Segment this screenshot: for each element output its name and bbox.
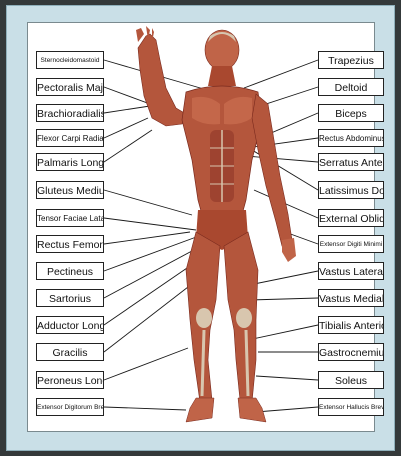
label-left-tensor-faciae-latae: Tensor Faciae Latae xyxy=(36,209,104,227)
label-right-soleus: Soleus xyxy=(318,371,384,389)
label-left-rectus-femoris: Rectus Femoris xyxy=(36,235,104,253)
label-right-vastus-lateralis: Vastus Lateralis xyxy=(318,262,384,280)
label-right-serratus-anterior: Serratus Anterior xyxy=(318,153,384,171)
label-left-flexor-carpi-radialis: Flexor Carpi Radialis xyxy=(36,129,104,147)
label-left-sternocleidomastoid: Sternocleidomastoid xyxy=(36,51,104,69)
label-right-trapezius: Trapezius xyxy=(318,51,384,69)
label-right-biceps: Biceps xyxy=(318,104,384,122)
label-right-gastrocnemius: Gastrocnemius xyxy=(318,343,384,361)
label-left-gluteus-medius: Gluteus Medius xyxy=(36,181,104,199)
label-right-tibialis-anterior: Tibialis Anterior xyxy=(318,316,384,334)
label-right-extensor-hallucis-brevis: Extensor Hallucis Brevis xyxy=(318,398,384,416)
label-right-extensor-digiti-minimi: Extensor Digiti Minimi xyxy=(318,235,384,253)
label-right-external-oblique: External Oblique xyxy=(318,209,384,227)
label-left-palmaris-longus: Palmaris Longus xyxy=(36,153,104,171)
label-right-deltoid: Deltoid xyxy=(318,78,384,96)
label-left-sartorius: Sartorius xyxy=(36,289,104,307)
label-left-pectineus: Pectineus xyxy=(36,262,104,280)
label-left-adductor-longus: Adductor Longus xyxy=(36,316,104,334)
label-right-vastus-medialis: Vastus Medialis xyxy=(318,289,384,307)
label-left-brachioradialis: Brachioradialis xyxy=(36,104,104,122)
label-right-rectus-abdominus: Rectus Abdominus xyxy=(318,129,384,147)
label-left-gracilis: Gracilis xyxy=(36,343,104,361)
label-left-peroneus-longus: Peroneus Longus xyxy=(36,371,104,389)
label-left-pectoralis-major: Pectoralis Major xyxy=(36,78,104,96)
muscle-figure xyxy=(136,26,296,422)
label-right-latissimus-dorsi: Latissimus Dorsi xyxy=(318,181,384,199)
label-left-extensor-digitorum-brevis: Extensor Digitorum Brevis xyxy=(36,398,104,416)
